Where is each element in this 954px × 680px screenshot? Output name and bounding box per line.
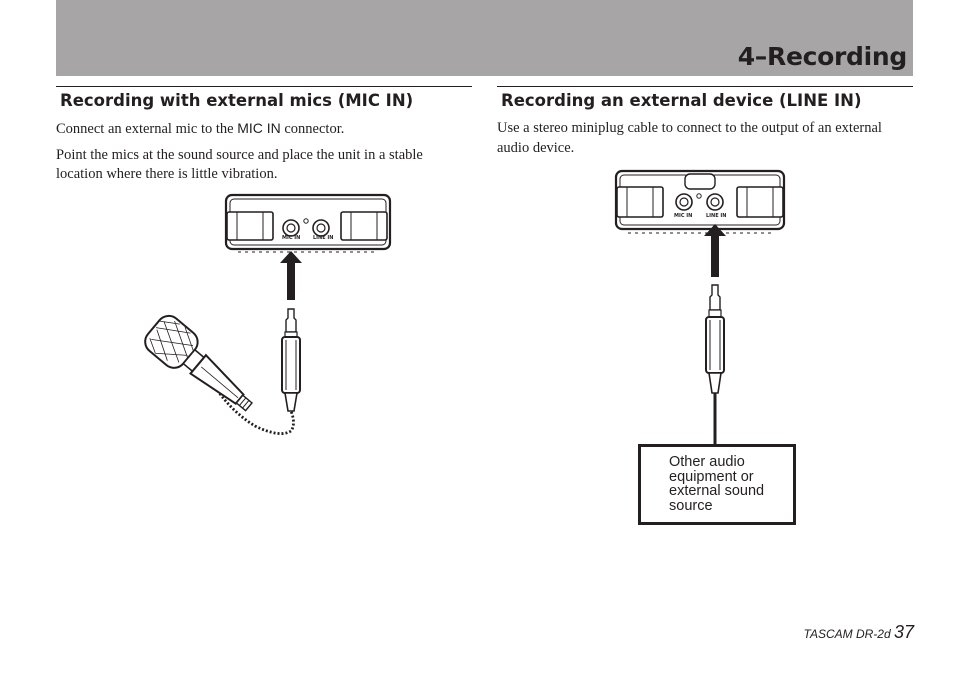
mic-in-instruction-end: connector.	[280, 121, 345, 137]
external-source-box: Other audio equipment or external sound …	[638, 444, 796, 525]
mic-cable	[213, 386, 295, 435]
insert-arrow-icon	[280, 251, 302, 300]
line-in-port-label: LINE IN	[706, 213, 726, 219]
line-in-port-label: LINE IN	[313, 235, 333, 241]
line-in-instruction: Use a stereo miniplug cable to connect t…	[497, 120, 882, 156]
mic-connection-diagram: MIC IN LINE IN	[144, 193, 392, 435]
section-heading-mic-in: Recording with external mics (MIC IN)	[56, 86, 472, 112]
section-mic-in: Recording with external mics (MIC IN) Co…	[56, 86, 472, 185]
line-connection-diagram: MIC IN LINE IN	[614, 169, 786, 445]
recorder-device-left: MIC IN LINE IN	[224, 193, 392, 253]
external-source-label: Other audio equipment or external sound …	[669, 454, 765, 514]
header-band: 4–Recording	[56, 0, 913, 76]
microphone-icon	[144, 314, 253, 412]
chapter-title: 4–Recording	[737, 42, 908, 71]
mic-in-port-label: MIC IN	[674, 213, 692, 219]
mic-in-port-label: MIC IN	[282, 235, 300, 241]
section-line-in: Recording an external device (LINE IN) U…	[497, 86, 913, 158]
page-footer: TASCAM DR-2d 37	[804, 622, 915, 643]
page-number: 37	[893, 622, 914, 642]
section-heading-line-in: Recording an external device (LINE IN)	[497, 86, 913, 112]
insert-arrow-icon	[704, 224, 726, 277]
mic-placement-note: Point the mics at the sound source and p…	[56, 146, 423, 183]
footer-brand: TASCAM DR-2d	[803, 627, 894, 641]
recorder-device-right: MIC IN LINE IN	[614, 169, 786, 234]
mic-in-connector-name: MIC IN	[237, 120, 281, 136]
mic-in-instruction-start: Connect an external mic to the	[56, 121, 238, 137]
mic-plug-icon	[281, 308, 301, 412]
mic-in-instruction: Connect an external mic to the MIC IN co…	[56, 119, 472, 140]
line-plug-icon	[705, 284, 725, 394]
